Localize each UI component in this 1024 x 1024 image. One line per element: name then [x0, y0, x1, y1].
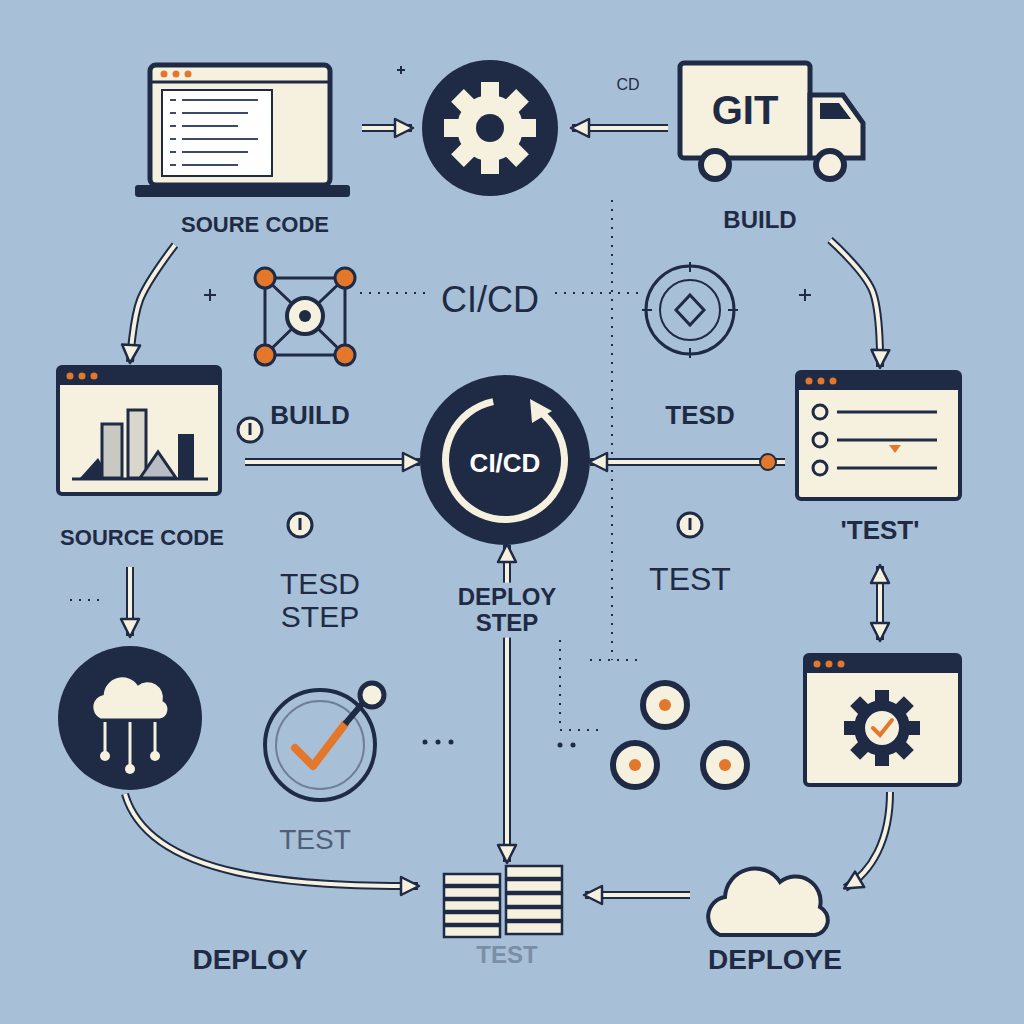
connector-line: [585, 893, 690, 897]
gear-circle: [422, 60, 558, 196]
flow-connector: [245, 462, 420, 463]
connector-casing: [590, 458, 785, 466]
connector-line: [245, 460, 420, 464]
connector-casing: [830, 240, 880, 367]
dotted-guide: [70, 200, 640, 730]
step-label: TEST: [649, 562, 731, 597]
flow-arrow: [125, 128, 890, 888]
node-label: 'TEST': [841, 516, 920, 545]
stack-node: TEST: [430, 862, 585, 972]
connector-casing: [585, 891, 690, 899]
connector-casing: [245, 458, 420, 466]
window-node: SOURCE CODE: [40, 362, 245, 557]
network-icon: [255, 268, 355, 365]
cloud-circle: [58, 646, 202, 790]
settings-window: [805, 655, 960, 785]
cloud-node: DEPLOYE: [690, 860, 860, 985]
edge-label: BUILD: [270, 401, 349, 430]
flow-connector: [590, 462, 785, 463]
step-label: TEST: [279, 825, 351, 856]
node-label: SOURCE CODE: [60, 526, 224, 550]
node-label: TEST: [476, 942, 537, 968]
edge-label: DEPLOY STEP: [443, 583, 571, 638]
check-circle: [265, 683, 384, 800]
connector-casing: [503, 545, 511, 862]
orange-dot: [760, 454, 776, 470]
connector-line: [590, 460, 785, 464]
edge-label: TESD: [665, 401, 734, 430]
flow-connector: [830, 240, 880, 367]
connector-casing: [130, 245, 175, 362]
ellipsis-dots: [423, 740, 576, 748]
heading-label: CI/CD: [441, 280, 539, 320]
flow-connector: [507, 545, 508, 862]
node-label: CI/CD: [470, 449, 541, 478]
node-label: DEPLOYE: [708, 945, 842, 976]
connector-line: [830, 240, 880, 367]
laptop-node: SOURE CODE: [130, 60, 355, 245]
node-label: BUILD: [723, 207, 796, 233]
node-cluster: [613, 683, 747, 787]
step-label: DEPLOY: [192, 945, 307, 976]
target-icon: [642, 262, 738, 358]
flow-connector: [585, 895, 690, 896]
small-label: CD: [616, 76, 639, 94]
node-label: SOURE CODE: [181, 213, 329, 237]
window-node: 'TEST': [785, 367, 975, 552]
truck-node: GIT BUILD: [675, 55, 875, 240]
flow-connector: [130, 245, 175, 362]
step-label: TESD STEP: [265, 567, 375, 633]
cicd-circle: CI/CD: [420, 375, 590, 545]
truck-label: GIT: [712, 88, 779, 132]
connector-line: [505, 545, 509, 862]
connector-line: [130, 245, 175, 362]
